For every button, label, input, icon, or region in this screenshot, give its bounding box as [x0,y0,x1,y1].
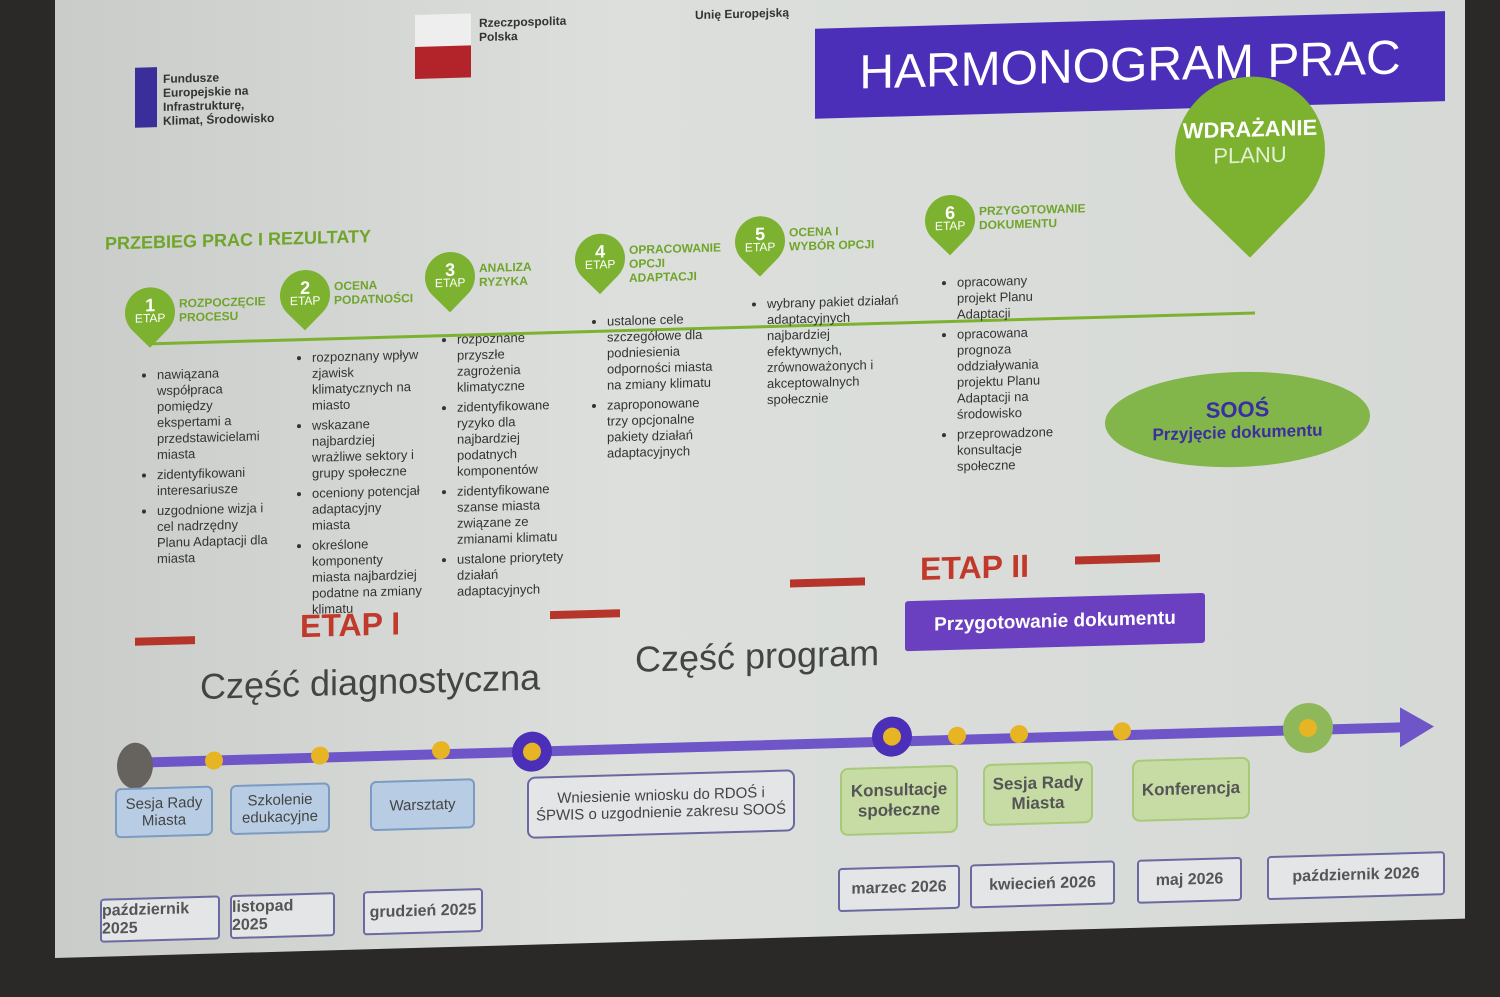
etap-label-6: PRZYGOTOWANIE DOKUMENTU [979,201,1086,233]
date-label: październik 2025 [100,895,220,943]
presentation-slide: Fundusze Europejskie na Infrastrukturę, … [55,0,1465,959]
event-konferencja: Konferencja [1132,756,1250,822]
event-konsultacje: Konsultacje społeczne [840,764,958,837]
etap-results-1: nawiązana współpraca pomiędzy ekspertami… [143,364,268,571]
date-label: grudzień 2025 [363,888,483,936]
eu-funds-logo-icon [135,67,157,128]
etap-label-3: ANALIZA RYZYKA [479,259,532,290]
part-diagnostic: Część diagnostyczna [200,656,541,707]
slide-title: HARMONOGRAM PRAC [815,11,1445,119]
prep-document-label: Przygotowanie dokumentu [905,592,1205,652]
poland-logo-text: Rzeczpospolita Polska [479,13,567,45]
result-item: rozpoznane przyszłe zagrożenia klimatycz… [457,329,568,396]
soos-bubble: SOOŚ Przyjęcie dokumentu [1105,368,1370,471]
result-item: przeprowadzone konsultacje społeczne [957,424,1068,475]
event-warsztaty: Warsztaty [370,778,475,832]
date-label: kwiecień 2026 [970,860,1115,909]
result-item: nawiązana współpraca pomiędzy ekspertami… [157,364,268,463]
eu-logo-text: Unię Europejską [695,5,790,23]
result-item: zidentyfikowane ryzyko dla najbardziej p… [457,397,568,480]
milestone-ring [512,731,552,773]
result-item: wskazane najbardziej wrażliwe sektory i … [312,415,423,482]
final-pin-label: WDRAŻANIE PLANU [1182,114,1318,169]
etap-label-1: ROZPOCZĘCIE PROCESU [179,294,266,325]
left-arrow-icon [135,636,195,646]
etap-label-5: OCENA I WYBÓR OPCJI [789,224,875,254]
result-item: opracowany projekt Planu Adaptacji [957,272,1068,323]
result-item: ustalone priorytety działań adaptacyjnyc… [457,549,568,600]
etap1-label: ETAP I [300,605,401,645]
result-item: zaproponowane trzy opcjonalne pakiety dz… [607,394,718,461]
start-node-icon [117,742,153,790]
result-item: wybrany pakiet działań adaptacyjnych naj… [767,292,903,408]
result-item: ustalone cele szczegółowe dla podniesien… [607,310,718,393]
date-label: marzec 2026 [838,864,960,913]
part-program: Część program [635,631,880,680]
result-item: rozpoznany wpływ zjawisk klimatycznych n… [312,347,423,414]
timeline-arrowhead-icon [1400,706,1434,748]
milestone-dot [205,751,223,770]
section-title: PRZEBIEG PRAC I REZULTATY [105,226,372,254]
result-item: zidentyfikowani interesariusze [157,464,268,499]
etap-label-4: OPRACOWANIE OPCJI ADAPTACJI [629,240,722,285]
etap-results-3: rozpoznane przyszłe zagrożenia klimatycz… [443,329,568,604]
event-sesja-rady-2: Sesja Rady Miasta [983,761,1093,827]
poland-flag-icon [415,13,471,79]
event-wniosek: Wniesienie wniosku do RDOŚ i ŚPWIS o uzg… [527,769,795,839]
date-label: listopad 2025 [230,892,335,940]
etap-results-2: rozpoznany wpływ zjawisk klimatycznych n… [298,347,423,622]
etap-results-5: wybrany pakiet działań adaptacyjnych naj… [753,292,903,412]
etap-label-2: OCENA PODATNOŚCI [334,278,414,308]
date-label: październik 2026 [1267,851,1445,901]
date-label: maj 2026 [1137,856,1242,904]
right-arrow-icon [550,609,620,620]
etap2-label: ETAP II [920,547,1030,587]
event-szkolenie: Szkolenie edukacyjne [230,782,330,836]
milestone-final [1283,702,1333,754]
result-item: zidentyfikowane szanse miasta związane z… [457,481,568,548]
result-item: oceniony potencjał adaptacyjny miasta [312,483,423,534]
etap-results-4: ustalone cele szczegółowe dla podniesien… [593,310,718,465]
milestone-ring [872,716,912,758]
eu-funds-logo-text: Fundusze Europejskie na Infrastrukturę, … [163,70,275,128]
result-item: opracowana prognoza oddziaływania projek… [957,324,1068,423]
etap-results-6: opracowany projekt Planu Adaptacjiopraco… [943,272,1068,479]
right-arrow-icon [1075,554,1160,565]
event-sesja-rady: Sesja Rady Miasta [115,785,213,839]
left-arrow-icon [790,577,865,588]
result-item: uzgodnione wizja i cel nadrzędny Planu A… [157,500,268,567]
